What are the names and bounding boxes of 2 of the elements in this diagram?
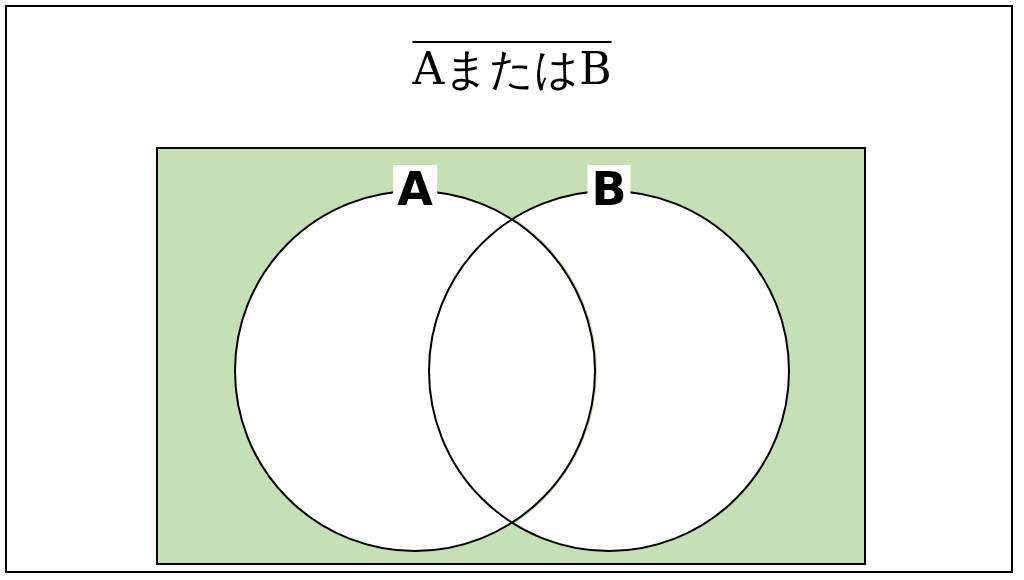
title: AまたはB [412,43,612,94]
universe-rectangle [156,147,866,565]
